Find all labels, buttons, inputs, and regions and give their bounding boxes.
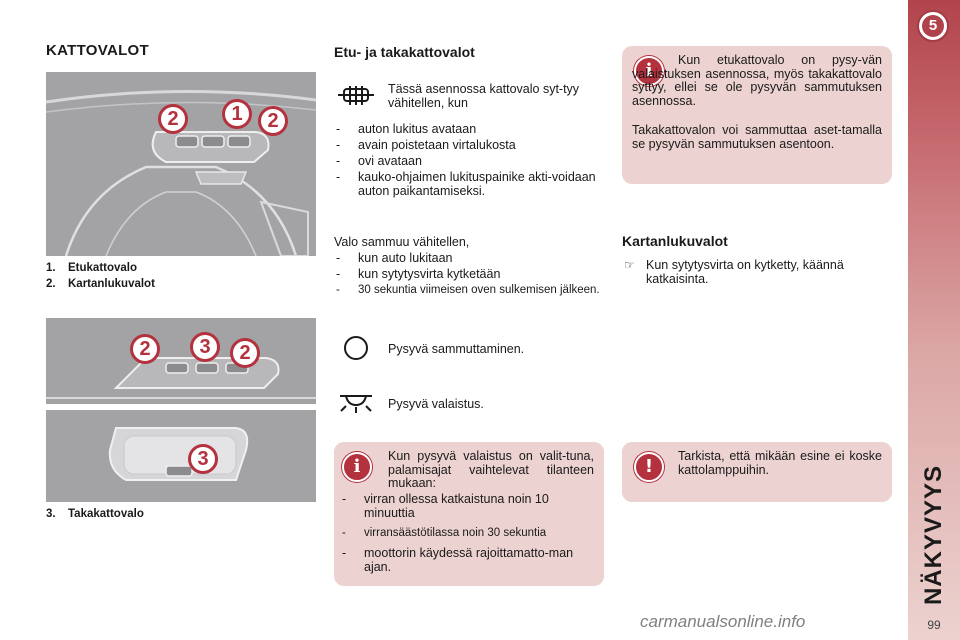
map-lights-text: Kun sytytysvirta on kytketty, käännä kat… — [646, 258, 844, 286]
map-lights-illustration — [46, 318, 316, 404]
section-title-vertical: NÄKYVYYS — [920, 464, 947, 606]
caption-2: 2.Kartanlukuvalot — [46, 278, 155, 290]
permanent-off-icon — [344, 336, 368, 360]
watermark: carmanualsonline.info — [640, 612, 806, 631]
permanent-off-text: Pysyvä sammuttaminen. — [388, 342, 525, 356]
list-item: ovi avataan — [334, 154, 606, 168]
list-item: kauko-ohjaimen lukituspainike akti-voida… — [334, 170, 606, 198]
list-item: virran ollessa katkaistuna noin 10 minuu… — [340, 492, 596, 520]
caption-3: 3.Takakattovalo — [46, 508, 144, 520]
front-rear-heading: Etu- ja takakattovalot — [334, 44, 475, 60]
chapter-side-band — [908, 0, 960, 640]
front-note-p1: Kun etukattovalo on pysy-vän valaistukse… — [632, 53, 882, 108]
light-on-list: auton lukitus avataan avain poistetaan v… — [334, 122, 606, 200]
front-note-p2: Takakattovalon voi sammuttaa aset-tamall… — [632, 123, 882, 151]
permanent-note-list: virran ollessa katkaistuna noin 10 minuu… — [340, 492, 596, 576]
front-ceiling-illustration — [46, 72, 316, 256]
list-item: 30 sekuntia viimeisen oven sulkemisen jä… — [334, 283, 606, 297]
light-off-list: kun auto lukitaan kun sytytysvirta kytke… — [334, 251, 606, 299]
map-lights-heading: Kartanlukuvalot — [622, 233, 728, 249]
callout-3-rear: 3 — [188, 444, 218, 474]
callout-3-map: 3 — [190, 332, 220, 362]
callout-2-right: 2 — [258, 106, 288, 136]
front-light-note: i Kun etukattovalo on pysy-vän valaistuk… — [622, 46, 892, 184]
pointer-hand-icon: ☞ — [624, 258, 635, 272]
callout-2-map-right: 2 — [230, 338, 260, 368]
list-item: kun sytytysvirta kytketään — [334, 267, 606, 281]
permanent-note-text: Kun pysyvä valaistus on valit-tuna, pala… — [388, 449, 594, 490]
info-icon: i — [342, 452, 372, 482]
rear-ceiling-illustration — [46, 410, 316, 502]
callout-2-left: 2 — [158, 104, 188, 134]
warning-note: ! Tarkista, että mikään esine ei koske k… — [622, 442, 892, 502]
front-ceiling-light-figure: 2 1 2 — [46, 72, 316, 256]
warning-text: Tarkista, että mikään esine ei koske kat… — [678, 449, 882, 477]
info-icon: i — [634, 56, 664, 86]
door-mode-icon — [338, 86, 374, 106]
rear-ceiling-light-figure: 3 — [46, 410, 316, 502]
page-number: 99 — [927, 618, 941, 632]
door-mode-text: Tässä asennossa kattovalo syt-tyy vähite… — [388, 82, 580, 110]
warning-icon: ! — [634, 452, 664, 482]
callout-2-map-left: 2 — [130, 334, 160, 364]
permanent-on-icon — [338, 392, 374, 414]
map-lights-figure: 2 3 2 — [46, 318, 316, 404]
permanent-on-text: Pysyvä valaistus. — [388, 397, 484, 411]
page-title: KATTOVALOT — [46, 42, 149, 59]
permanent-lighting-note: i Kun pysyvä valaistus on valit-tuna, pa… — [334, 442, 604, 586]
caption-1: 1.Etukattovalo — [46, 262, 138, 274]
light-off-intro: Valo sammuu vähitellen, — [334, 235, 470, 249]
list-item: auton lukitus avataan — [334, 122, 606, 136]
list-item: kun auto lukitaan — [334, 251, 606, 265]
chapter-badge: 5 — [917, 10, 949, 42]
list-item: moottorin käydessä rajoittamatto-man aja… — [340, 546, 596, 574]
callout-1: 1 — [222, 99, 252, 129]
list-item: avain poistetaan virtalukosta — [334, 138, 606, 152]
list-item: virransäästötilassa noin 30 sekuntia — [340, 526, 596, 540]
chapter-number: 5 — [922, 15, 944, 37]
